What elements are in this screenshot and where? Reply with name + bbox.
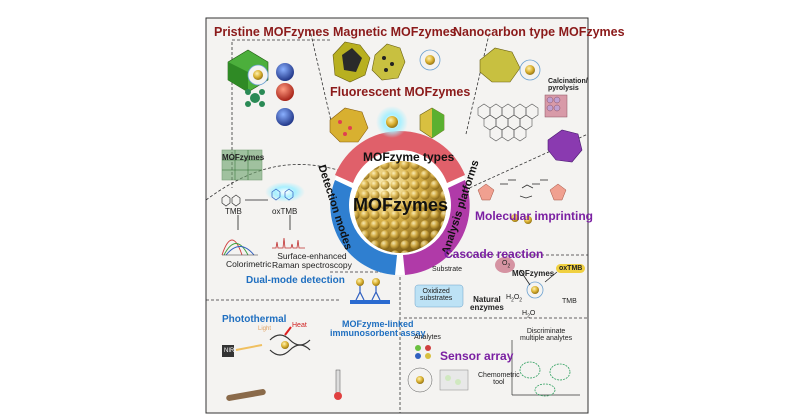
- section-title-pristine: Pristine MOFzymes: [214, 25, 330, 39]
- ring-label-types: MOFzyme types: [363, 150, 455, 164]
- h2o-label: H2O: [522, 310, 536, 320]
- purple-mof-particle: [547, 129, 583, 163]
- substrate-label: Substrate: [432, 266, 462, 273]
- heat-label: Heat: [292, 322, 307, 329]
- nanocarbon-illustrations: [477, 47, 568, 142]
- oxtmb-label: oxTMB: [272, 207, 298, 216]
- central-ring: [330, 130, 470, 275]
- sers-label: Surface-enhanced Raman spectroscopy: [272, 251, 352, 270]
- o2-label: O2: [502, 260, 511, 270]
- ring-segment-analysis: [403, 180, 470, 275]
- tmb-label: TMB: [225, 207, 242, 216]
- oxidized-substrates-label: Oxidized substrates: [420, 288, 453, 302]
- analysis-illustrations: [407, 179, 580, 397]
- sensor-array-label: Sensor array: [440, 349, 514, 363]
- colorimetric-label: Colorimetric: [226, 259, 272, 269]
- light-label: Light: [258, 326, 272, 332]
- fluorescent-illustrations: [329, 106, 445, 143]
- section-title-magnetic: Magnetic MOFzymes: [333, 25, 457, 39]
- ring-segment-types: [335, 130, 465, 183]
- cascade-tmb-label: TMB: [562, 298, 577, 305]
- cascade-oxtmb-label: oxTMB: [556, 264, 586, 273]
- h2o2-label: H2O2: [506, 294, 523, 304]
- section-title-nanocarbon: Nanocarbon type MOFzymes: [453, 25, 625, 39]
- elisa-label: MOFzyme-linked immunosorbent assay: [330, 319, 426, 338]
- ring-segment-detection: [330, 180, 397, 275]
- molecular-imprinting-label: Molecular imprinting: [475, 209, 594, 223]
- analytes-label: Analytes: [414, 334, 441, 341]
- detection-mofzymes-label: MOFzymes: [222, 153, 265, 162]
- natural-enzymes-label: Natural enzymes: [470, 295, 504, 312]
- chemometric-tool-label: Chemometric tool: [478, 372, 520, 386]
- dual-mode-label: Dual-mode detection: [246, 275, 345, 286]
- calcination-label: Calcination/ pyrolysis: [548, 78, 588, 92]
- pristine-illustrations: [227, 49, 294, 126]
- cascade-reaction-label: Cascade reaction: [444, 247, 544, 261]
- section-title-fluorescent: Fluorescent MOFzymes: [330, 85, 471, 99]
- cascade-mofzymes-label: MOFzymes: [512, 269, 555, 278]
- center-label: MOFzymes: [353, 195, 449, 215]
- photothermal-label: Photothermal: [222, 314, 287, 325]
- magnetic-illustrations: [332, 41, 441, 83]
- detection-illustrations: [221, 149, 390, 401]
- nir-label: NIR: [224, 348, 235, 354]
- discriminate-label: Discriminate multiple analytes: [520, 328, 573, 342]
